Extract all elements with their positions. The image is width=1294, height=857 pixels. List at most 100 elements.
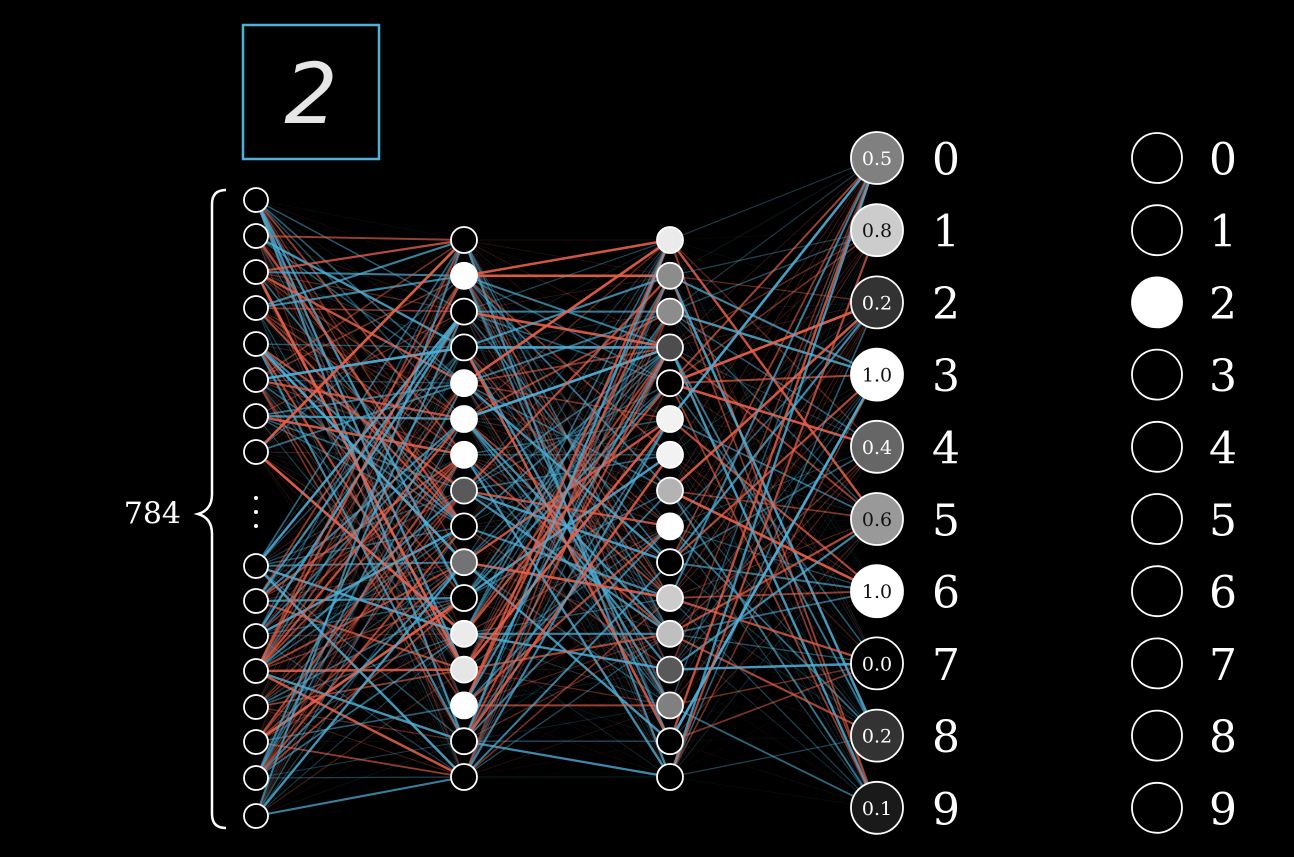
weight-edge	[462, 238, 672, 743]
input-neuron	[243, 331, 269, 357]
weight-edge	[255, 597, 465, 672]
weight-edge	[669, 446, 878, 742]
input-neuron	[243, 439, 269, 465]
weight-edge	[255, 346, 465, 817]
weight-connections	[254, 156, 879, 818]
weight-edge	[255, 453, 465, 672]
output-neuron-circle	[850, 131, 904, 185]
output-neuron-circle	[850, 564, 904, 619]
weight-edge	[668, 274, 879, 376]
weight-edge	[669, 157, 878, 241]
weight-edge	[669, 229, 878, 742]
weight-edge	[254, 775, 466, 818]
weight-edge	[255, 346, 465, 672]
weight-edge	[255, 418, 465, 567]
weight-edge	[669, 662, 878, 743]
target-neuron-2: 2	[1131, 276, 1237, 330]
target-digit-label: 8	[1209, 712, 1237, 763]
hidden2-neuron	[656, 619, 684, 648]
weight-edge	[255, 561, 465, 708]
weight-edge	[255, 382, 465, 602]
weight-edge	[463, 633, 671, 778]
target-neuron-3: 3	[1131, 348, 1237, 402]
hidden1-neuron	[450, 655, 478, 684]
target-digit-label: 4	[1209, 423, 1237, 474]
weight-edge	[669, 734, 878, 778]
ellipsis-dot	[254, 524, 258, 528]
weight-edge	[668, 156, 879, 421]
weight-edge	[669, 157, 878, 456]
input-neuron	[243, 694, 269, 720]
weight-edge	[463, 705, 671, 742]
weight-edge	[669, 663, 878, 778]
hidden2-neuron	[656, 261, 684, 290]
input-count-label: 784	[124, 497, 181, 532]
target-neuron-8: 8	[1131, 709, 1237, 763]
weight-edge	[255, 382, 465, 817]
weight-edge	[462, 238, 672, 278]
weight-edge	[669, 229, 878, 456]
hidden1-neuron	[450, 297, 478, 326]
weight-edge	[255, 418, 465, 817]
weight-edge	[463, 239, 671, 492]
target-neuron-9: 9	[1131, 781, 1237, 835]
input-image-frame	[241, 23, 381, 161]
ellipsis-dot	[254, 496, 258, 500]
target-neuron-circle	[1131, 204, 1183, 257]
hidden2-neuron	[656, 691, 684, 720]
weight-edge	[462, 417, 672, 779]
target-neuron-1: 1	[1131, 204, 1237, 258]
output-neuron-circle	[850, 347, 904, 402]
weight-edge	[463, 311, 671, 742]
weight-edge	[669, 705, 878, 736]
weight-edge	[255, 490, 465, 817]
weight-edge	[669, 229, 878, 277]
weight-edge	[669, 735, 878, 742]
hidden2-neuron	[656, 763, 684, 791]
weight-edge	[255, 382, 465, 779]
weight-edge	[462, 238, 672, 385]
weight-edge	[255, 526, 465, 743]
weight-edge	[255, 235, 465, 241]
hidden1-neuron	[450, 584, 478, 612]
weight-edge	[463, 275, 671, 384]
weight-edge	[669, 446, 878, 778]
curly-brace	[193, 188, 227, 830]
weight-edge	[255, 705, 465, 817]
weight-edge	[255, 310, 465, 672]
hidden2-neuron	[656, 476, 684, 505]
weight-edge	[463, 275, 671, 778]
output-digit-label: 2	[932, 279, 960, 330]
target-neuron-circle	[1131, 132, 1183, 184]
weight-edge	[669, 301, 878, 671]
weight-edge	[669, 518, 878, 742]
weight-edge	[669, 382, 878, 665]
output-activation-value: 0.0	[862, 653, 892, 675]
weight-edge	[669, 157, 878, 707]
weight-edge	[255, 382, 465, 743]
weight-edge	[463, 274, 671, 635]
weight-edge	[463, 454, 671, 778]
weight-edge	[255, 632, 465, 779]
weight-edge	[669, 301, 878, 778]
weight-edge	[669, 590, 878, 635]
weight-edge	[255, 382, 465, 453]
weight-edge	[254, 238, 466, 310]
weight-edge	[463, 561, 671, 742]
output-digit-label: 6	[932, 568, 960, 619]
weight-edge	[255, 451, 465, 778]
weight-edge	[255, 311, 465, 345]
output-neuron-circle	[850, 492, 904, 546]
weight-edge	[669, 301, 878, 528]
weight-edge	[255, 418, 465, 708]
weight-edge	[668, 517, 879, 635]
weight-edge	[254, 525, 466, 780]
weight-edge	[463, 275, 671, 420]
weight-edge	[463, 239, 671, 456]
